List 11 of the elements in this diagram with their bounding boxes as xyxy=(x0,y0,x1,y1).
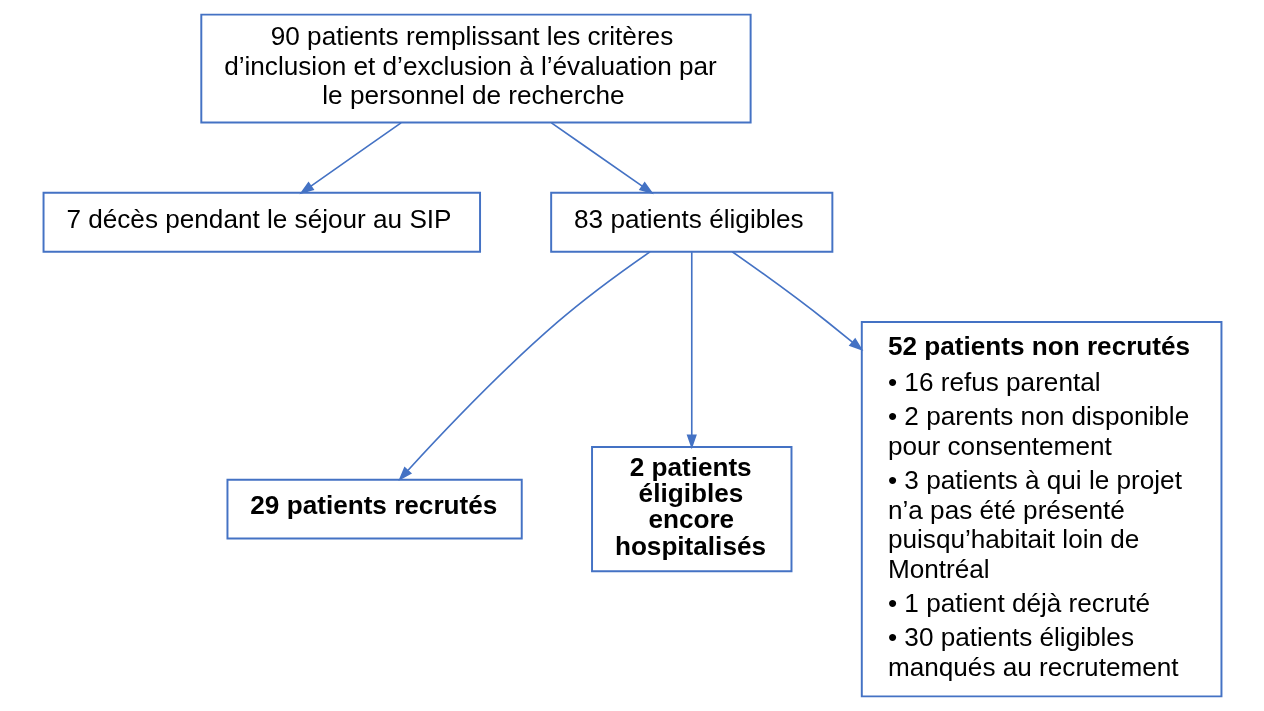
node-box: 90 patients remplissant les critères d’inclusion et d’exclusion à l’évaluation par le personnel de recherche xyxy=(199,13,752,124)
node-box: 2 patients éligibles encore hospitalisés xyxy=(590,446,792,573)
arrow xyxy=(550,122,654,195)
node-box: 83 patients éligibles xyxy=(549,191,833,253)
node-box: 52 patients non recrutés • 16 refus parental • 2 parents non disponible pour consentement • 3 patients à qui le projet n’a pas été présenté puisqu’habitait loin de Montréal • 1 patient déjà recruté • 30 patients éligibles manqués au recrutement xyxy=(860,321,1222,698)
arrow xyxy=(730,250,863,352)
node-box: 29 patients recrutés xyxy=(226,478,523,540)
arrow xyxy=(397,251,651,481)
arrow xyxy=(298,122,402,195)
node-box: 7 décès pendant le séjour au SIP xyxy=(42,191,481,253)
arrow xyxy=(686,251,697,450)
